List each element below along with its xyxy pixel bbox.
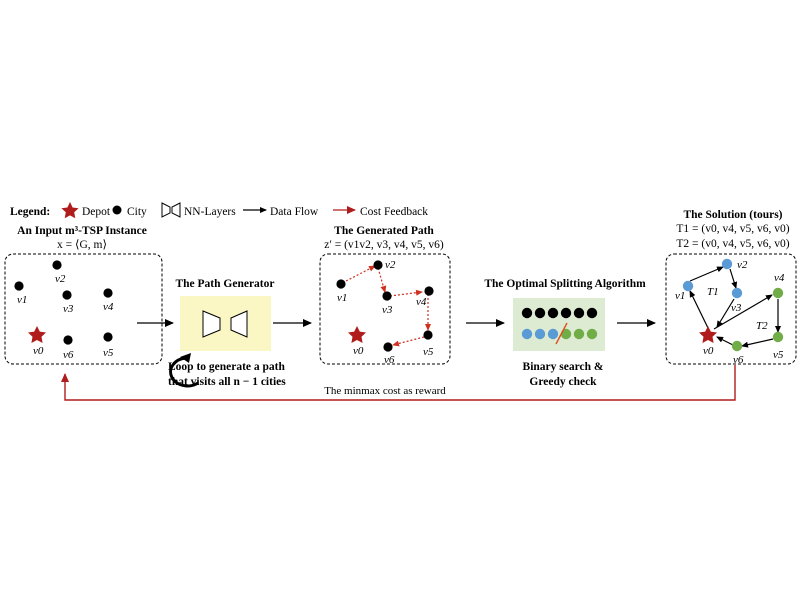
generated-title: The Generated Path: [334, 225, 434, 237]
nn-layers-icon: [202, 310, 248, 338]
city-node: [14, 281, 24, 291]
legend-heading: Legend:: [10, 206, 50, 218]
tour-edge: [689, 266, 724, 282]
splitter-colored-row: [521, 328, 598, 340]
path-edge: [345, 265, 376, 282]
splitting-caption-1: Binary search &: [523, 361, 604, 373]
nn-layers-icon: [161, 202, 181, 218]
legend: Legend: Depot City NN-Layers Data Flow C…: [10, 202, 428, 219]
node-label: v5: [103, 347, 114, 359]
solution-box: [665, 253, 797, 365]
tour-edge: [716, 336, 734, 346]
legend-nn-label: NN-Layers: [184, 206, 236, 218]
node-label: v2: [385, 259, 396, 271]
tour1-node: [731, 287, 743, 299]
city-node: [423, 330, 433, 340]
city-node: [383, 342, 393, 352]
tour-2-label: T2: [756, 320, 768, 332]
generated-formula: z′ = (v1v2, v3, v4, v5, v6): [324, 239, 444, 251]
legend-dataflow-label: Data Flow: [270, 206, 319, 218]
node-label: v5: [423, 346, 434, 358]
tour-edge: [689, 290, 709, 329]
depot-label: v0: [703, 345, 714, 357]
path-edge: [389, 289, 423, 297]
cost-feedback-loop: The minmax cost as reward: [61, 365, 736, 401]
input-box: [4, 253, 163, 365]
tour-edge: [741, 338, 774, 348]
node-label: v6: [63, 349, 74, 361]
depot-star: [348, 326, 366, 343]
node-label: v2: [737, 259, 748, 271]
node-label: v1: [337, 292, 347, 304]
loop-line-1: Loop to generate a path: [168, 361, 286, 373]
input-title: An Input m³-TSP Instance: [17, 225, 147, 237]
generator-box: [180, 296, 271, 351]
depot-label: v0: [33, 345, 44, 357]
feedback-arrow: [61, 365, 736, 401]
tour1-node: [721, 258, 733, 270]
path-edge: [392, 336, 425, 347]
node-label: v5: [773, 349, 784, 361]
depot-star: [28, 326, 46, 343]
tour1-node: [682, 280, 694, 292]
split-mark: [555, 322, 568, 345]
feedback-label: The minmax cost as reward: [324, 385, 446, 397]
splitter-box: [513, 298, 605, 351]
loop-line-2: that visits all n − 1 cities: [168, 376, 286, 388]
tour-1-label: T1: [707, 286, 719, 298]
depot-label: v0: [353, 345, 364, 357]
tour-1-formula: T1 = (v0, v4, v5, v6, v0): [676, 223, 789, 235]
node-label: v4: [103, 301, 114, 313]
city-node: [336, 279, 346, 289]
input-formula: x = ⟨G, m⟩: [57, 239, 107, 251]
tour2-node: [731, 340, 743, 352]
city-node: [52, 260, 62, 270]
depot-star-icon: [61, 202, 79, 219]
city-node: [63, 335, 73, 345]
tour2-node: [772, 331, 784, 343]
loop-arrowhead: [180, 353, 191, 363]
tour-edge: [729, 268, 738, 289]
legend-feedback-label: Cost Feedback: [360, 206, 428, 218]
node-label: v3: [382, 304, 393, 316]
optimal-splitting: The Optimal Splitting Algorithm Binary s…: [484, 278, 646, 388]
city-node: [382, 291, 392, 301]
tour-edge: [713, 294, 773, 330]
generator-title: The Path Generator: [175, 278, 274, 290]
input-instance: An Input m³-TSP Instance x = ⟨G, m⟩ v2 v…: [4, 225, 163, 365]
splitting-caption-2: Greedy check: [529, 376, 597, 388]
splitter-black-row: [521, 307, 598, 319]
path-edge: [377, 267, 387, 293]
node-label: v1: [17, 294, 27, 306]
solution: The Solution (tours) T1 = (v0, v4, v5, v…: [665, 209, 797, 366]
legend-depot-label: Depot: [82, 206, 111, 218]
node-label: v4: [416, 296, 427, 308]
generated-path: The Generated Path z′ = (v1v2, v3, v4, v…: [319, 225, 451, 366]
city-node: [103, 288, 113, 298]
city-node: [373, 260, 383, 270]
legend-city-label: City: [127, 206, 147, 218]
depot-star: [699, 326, 717, 343]
node-label: v2: [55, 273, 66, 285]
node-label: v3: [63, 303, 74, 315]
tour-edge: [716, 298, 735, 328]
node-label: v1: [675, 290, 685, 302]
splitting-title: The Optimal Splitting Algorithm: [484, 278, 646, 290]
path-generator: The Path Generator Loop to generate a pa…: [168, 278, 286, 388]
tour-2-formula: T2 = (v0, v4, v5, v6, v0): [676, 238, 789, 250]
loop-arrow-icon: [169, 356, 199, 388]
city-dot-icon: [112, 205, 122, 215]
city-node: [103, 332, 113, 342]
city-node: [424, 286, 434, 296]
solution-title: The Solution (tours): [683, 209, 782, 221]
generated-box: [319, 253, 451, 365]
node-label: v6: [384, 354, 395, 366]
node-label: v4: [774, 272, 785, 284]
tour2-node: [772, 287, 784, 299]
city-node: [62, 290, 72, 300]
node-label: v3: [731, 302, 742, 314]
node-label: v6: [733, 354, 744, 366]
